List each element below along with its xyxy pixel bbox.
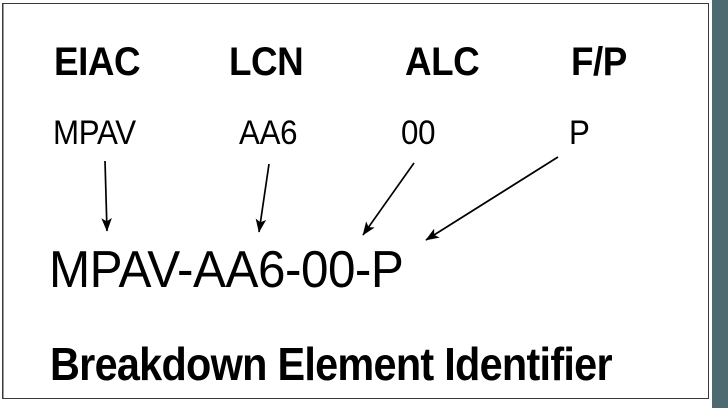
field-value-fp: P — [569, 114, 590, 152]
field-value-alc: 00 — [401, 114, 436, 152]
field-value-eiac: MPAV — [53, 114, 136, 152]
field-value-lcn: AA6 — [239, 114, 298, 152]
field-header-lcn: LCN — [229, 40, 304, 84]
field-header-alc: ALC — [405, 40, 480, 84]
field-header-eiac: EIAC — [54, 40, 141, 84]
figure-caption: Breakdown Element Identifier — [50, 338, 613, 390]
field-header-fp: F/P — [571, 40, 627, 84]
assembled-identifier: MPAV-AA6-00-P — [49, 241, 404, 299]
right-edge-band — [712, 0, 728, 408]
figure-frame: EIAC LCN ALC F/P MPAV AA6 00 P MPAV-AA6-… — [2, 3, 709, 399]
